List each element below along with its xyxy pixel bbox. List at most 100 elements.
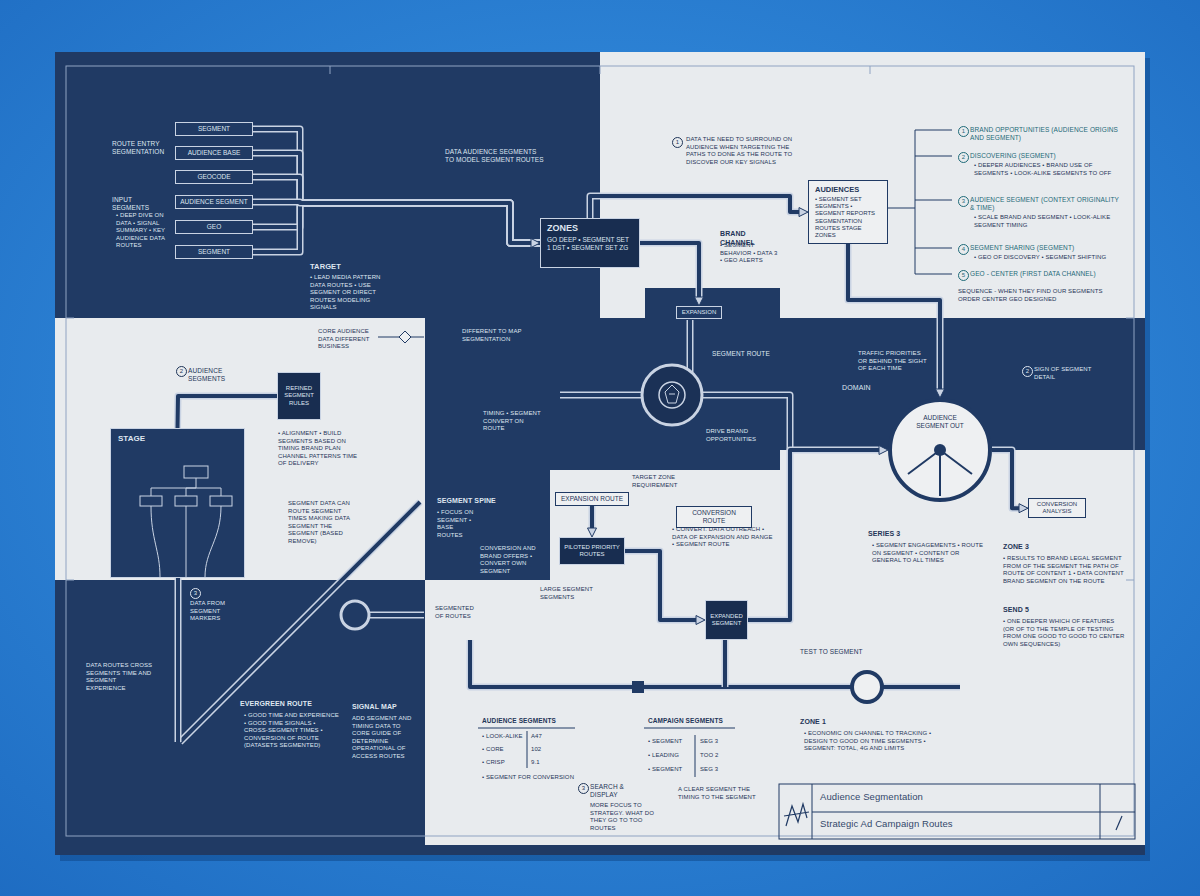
callout-number: 2 <box>1022 366 1033 377</box>
sheet-mark <box>1116 816 1122 830</box>
note-text: TOO 2 <box>700 752 734 760</box>
connector-tube <box>253 203 540 243</box>
callout-number: 2 <box>958 152 969 163</box>
arrowhead <box>695 297 704 306</box>
note-text: CONVERSION AND BRAND OFFERS • CONVERT OW… <box>480 545 546 575</box>
light-panel <box>600 52 1145 318</box>
callout-number: 5 <box>958 270 969 281</box>
route-tube <box>882 684 960 691</box>
circle-hub <box>934 444 946 456</box>
note-text: • SEGMENT ENGAGEMENTS • ROUTE ON SEGMENT… <box>872 542 984 565</box>
process-box: SEGMENT <box>175 122 253 136</box>
connector-tube <box>253 177 540 243</box>
title-text: Audience Segmentation <box>820 791 1090 803</box>
callout-number: 1 <box>672 137 683 148</box>
note-heading: TARGET <box>310 262 380 271</box>
node-body: • SEGMENT SET SEGMENTS • SEGMENT REPORTS… <box>815 196 881 239</box>
arrowhead <box>879 446 888 455</box>
note-text: • ONE DEEPER WHICH OF FEATURES (OR OF TO… <box>1003 618 1125 648</box>
note-heading: ZONE 3 <box>1003 543 1063 552</box>
note-text: • CRISP <box>482 759 526 767</box>
connector-tube <box>589 506 596 530</box>
connector-core <box>253 202 533 243</box>
note-text: SEQUENCE - WHEN THEY FIND OUR SEGMENTS O… <box>958 288 1118 303</box>
process-box: STAGE <box>110 428 245 578</box>
process-box: CONVERSION ROUTE <box>676 506 752 528</box>
connector <box>253 177 540 243</box>
hub-circle <box>642 365 702 425</box>
note-text: ADD SEGMENT AND TIMING DATA TO CORE GUID… <box>352 715 420 760</box>
node-title: AUDIENCE SEGMENT OUT <box>908 414 972 430</box>
process-box: GEO <box>175 220 253 234</box>
note-text: • GEO OF DISCOVERY • SEGMENT SHIFTING <box>974 254 1114 262</box>
mini-lines <box>151 478 221 577</box>
note-text: BRAND OPPORTUNITIES (AUDIENCE ORIGINS AN… <box>970 126 1120 142</box>
connector <box>253 202 540 248</box>
note-text: ROUTE ENTRY SEGMENTATION <box>112 140 170 156</box>
note-text: • CONVERT. DATA OUTREACH • DATA OF EXPAN… <box>672 526 776 549</box>
note-text: CORE AUDIENCE DATA DIFFERENT BUSINESS <box>318 328 374 351</box>
node-title: GEO <box>179 223 249 231</box>
process-box: CONVERSION ANALYSIS <box>1028 498 1086 518</box>
circle-ring <box>890 400 990 500</box>
node-title: EXPANSION ROUTE <box>559 495 625 503</box>
connector-tube <box>625 551 698 620</box>
light-panel <box>425 580 775 845</box>
note-text: SEGMENT SHARING (SEGMENT) <box>970 244 1120 252</box>
dark-panel <box>110 428 245 578</box>
process-box: SEGMENT <box>175 245 253 259</box>
callout-number: 2 <box>176 366 187 377</box>
note-text: 102 <box>531 746 561 754</box>
note-heading: EVERGREEN ROUTE <box>240 700 330 709</box>
node-title: SEGMENT <box>179 125 249 133</box>
connector-tube <box>253 202 533 243</box>
callout-number: 3 <box>190 588 201 599</box>
connector-core <box>848 244 940 391</box>
connector <box>848 244 945 398</box>
connector-core <box>590 196 801 218</box>
note-text: SEARCH & DISPLAY <box>590 783 650 799</box>
note-text: DATA THE NEED TO SURROUND ON AUDIENCE WH… <box>686 136 798 166</box>
connector-tube <box>178 396 278 428</box>
note-text: DOMAIN <box>842 384 886 393</box>
node-title: AUDIENCE BASE <box>179 149 249 157</box>
connector-tube <box>253 129 540 243</box>
connector-core <box>625 551 698 620</box>
process-box: AUDIENCE SEGMENT <box>175 195 253 209</box>
process-box: PILOTED PRIORITY ROUTES <box>559 537 625 565</box>
node-title: SEGMENT <box>179 248 249 256</box>
note-text: SEG 3 <box>700 738 734 746</box>
note-text: • SEGMENT <box>648 766 693 774</box>
connector-core <box>992 450 1021 508</box>
note-text: • ALIGNMENT • BUILD SEGMENTS BASED ON TI… <box>278 430 360 468</box>
note-text: • LEAD MEDIA PATTERN DATA ROUTES • USE S… <box>310 274 395 312</box>
route-tube <box>560 392 642 399</box>
connector <box>253 203 540 243</box>
node-title: EXPANSION <box>680 309 718 316</box>
arrowhead <box>799 208 808 217</box>
note-text: AUDIENCE SEGMENTS <box>188 367 260 383</box>
connector-tube <box>253 203 540 252</box>
route-tube <box>560 393 642 397</box>
note-text: DRIVE BRAND OPPORTUNITIES <box>706 428 772 443</box>
note-heading: SERIES 3 <box>868 530 928 539</box>
route-station <box>341 601 369 629</box>
note-text: 9.1 <box>531 759 561 767</box>
note-heading: SEGMENT SPINE <box>437 497 497 506</box>
route-tube <box>702 395 790 450</box>
hub-inner <box>659 382 685 408</box>
node-title: AUDIENCE SEGMENT <box>179 198 249 206</box>
note-text: LARGE SEGMENT SEGMENTS <box>540 586 600 601</box>
note-text: INPUT SEGMENTS <box>112 196 167 212</box>
note-text: • LOOK-ALIKE <box>482 733 526 741</box>
node-title: REFINED SEGMENT RULES <box>281 385 317 407</box>
note-text: DISCOVERING (SEGMENT) <box>970 152 1120 160</box>
process-box: REFINED SEGMENT RULES <box>277 372 321 420</box>
circle-outline <box>888 398 992 502</box>
route-tube <box>370 612 424 619</box>
note-text: DATA ROUTES CROSS SEGMENTS TIME AND SEGM… <box>86 662 156 692</box>
route-tube <box>370 613 424 617</box>
connector-core <box>253 203 540 252</box>
route-tube <box>723 640 727 687</box>
